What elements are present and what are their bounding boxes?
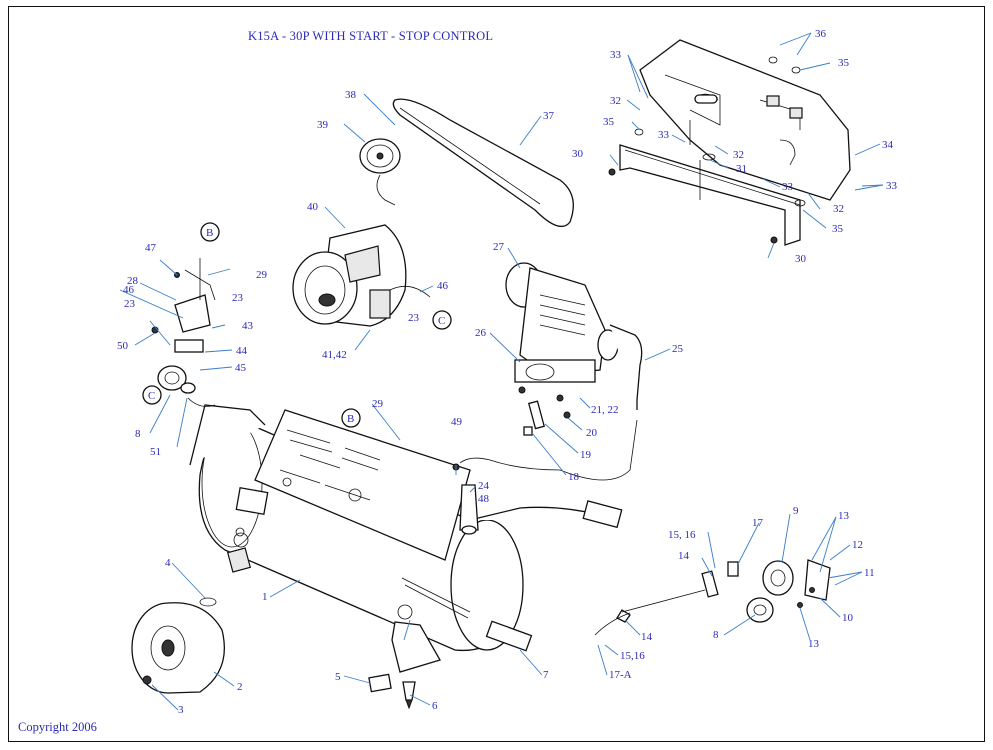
callout-8-regulator: 8	[713, 629, 719, 641]
wheel-assembly	[131, 597, 226, 694]
callout-12: 12	[852, 539, 863, 551]
callout-50: 50	[117, 340, 129, 352]
connector-label-b-tank: B	[347, 413, 354, 425]
connector-label-c-motor: C	[438, 315, 445, 327]
callout-14-right: 14	[641, 631, 653, 643]
callout-38: 38	[345, 89, 357, 101]
callout-5: 5	[335, 671, 341, 683]
callout-1: 1	[262, 591, 268, 603]
callout-31: 31	[736, 163, 747, 175]
callout-47: 47	[145, 242, 157, 254]
air-line-49	[459, 419, 638, 481]
callout-33-lower: 33	[782, 181, 794, 193]
callout-46-motor: 46	[437, 280, 449, 292]
callout-17: 17	[752, 517, 764, 529]
regulator-assembly	[594, 559, 831, 636]
drive-belt	[392, 98, 574, 228]
callout-11: 11	[864, 567, 875, 579]
callout-30-bottom: 30	[795, 253, 807, 265]
compressor-pump	[505, 262, 619, 419]
callout-13-top: 13	[838, 510, 850, 522]
callout-6: 6	[432, 700, 438, 712]
copyright-notice: Copyright 2006	[18, 720, 97, 734]
check-valve-fittings	[452, 400, 545, 535]
callout-4: 4	[165, 557, 171, 569]
callout-46-switch: 46	[123, 284, 135, 296]
callout-7: 7	[543, 669, 549, 681]
callout-51: 51	[150, 446, 161, 458]
callout-26: 26	[475, 327, 487, 339]
callout-32-mid: 32	[733, 149, 744, 161]
callout-35-top: 35	[838, 57, 850, 69]
callout-9: 9	[793, 505, 799, 517]
callout-48: 48	[478, 493, 490, 505]
callout-41-42: 41,42	[322, 349, 347, 361]
discharge-tube	[609, 324, 643, 410]
connector-markers	[142, 222, 452, 428]
callout-15-16-right: 15,16	[620, 650, 645, 662]
callout-2: 2	[237, 681, 243, 693]
pressure-switch-assembly	[151, 258, 216, 407]
callout-33-mid: 33	[658, 129, 670, 141]
callout-23-switch: 23	[232, 292, 244, 304]
connector-label-c-switch: C	[148, 390, 155, 402]
callout-25: 25	[672, 343, 684, 355]
callout-45: 45	[235, 362, 247, 374]
leader-lines	[119, 32, 884, 711]
callout-29-tank: 29	[372, 398, 384, 410]
callout-20: 20	[586, 427, 598, 439]
callout-10: 10	[842, 612, 854, 624]
callout-37: 37	[543, 110, 555, 122]
connector-label-b-switch: B	[206, 227, 213, 239]
electric-motor	[292, 224, 431, 327]
callout-14-left: 14	[678, 550, 690, 562]
callout-35-right: 35	[832, 223, 844, 235]
callout-15-16-left: 15, 16	[668, 529, 696, 541]
callout-33-top: 33	[610, 49, 622, 61]
callout-35-left: 35	[603, 116, 615, 128]
callout-19: 19	[580, 449, 592, 461]
guard-backplate	[608, 56, 806, 246]
belt-guard	[639, 39, 851, 201]
callout-3: 3	[178, 704, 184, 716]
callout-13-bottom: 13	[808, 638, 820, 650]
diagram-title: K15A - 30P WITH START - STOP CONTROL	[248, 29, 494, 43]
callout-40: 40	[307, 201, 319, 213]
drain-parts	[368, 673, 416, 710]
callout-44: 44	[236, 345, 248, 357]
callout-18: 18	[568, 471, 580, 483]
callout-27: 27	[493, 241, 505, 253]
callout-23-tee: 23	[124, 298, 136, 310]
callout-28: 28	[127, 275, 139, 287]
callout-21-22: 21, 22	[591, 404, 619, 416]
callout-17-a: 17-A	[609, 669, 632, 681]
callout-36: 36	[815, 28, 827, 40]
callout-32-left: 32	[610, 95, 621, 107]
callout-23-motor: 23	[408, 312, 420, 324]
callout-33-right: 33	[886, 180, 898, 192]
callout-34: 34	[882, 139, 894, 151]
pulley	[359, 138, 401, 206]
callout-29-switch: 29	[256, 269, 268, 281]
callout-43: 43	[242, 320, 254, 332]
callout-30-left: 30	[572, 148, 584, 160]
callout-39: 39	[317, 119, 329, 131]
callout-8-switch: 8	[135, 428, 141, 440]
callout-49: 49	[451, 416, 463, 428]
tank-assembly	[189, 404, 623, 673]
callout-24: 24	[478, 480, 490, 492]
callout-32-right: 32	[833, 203, 844, 215]
drawing-border	[8, 6, 985, 742]
